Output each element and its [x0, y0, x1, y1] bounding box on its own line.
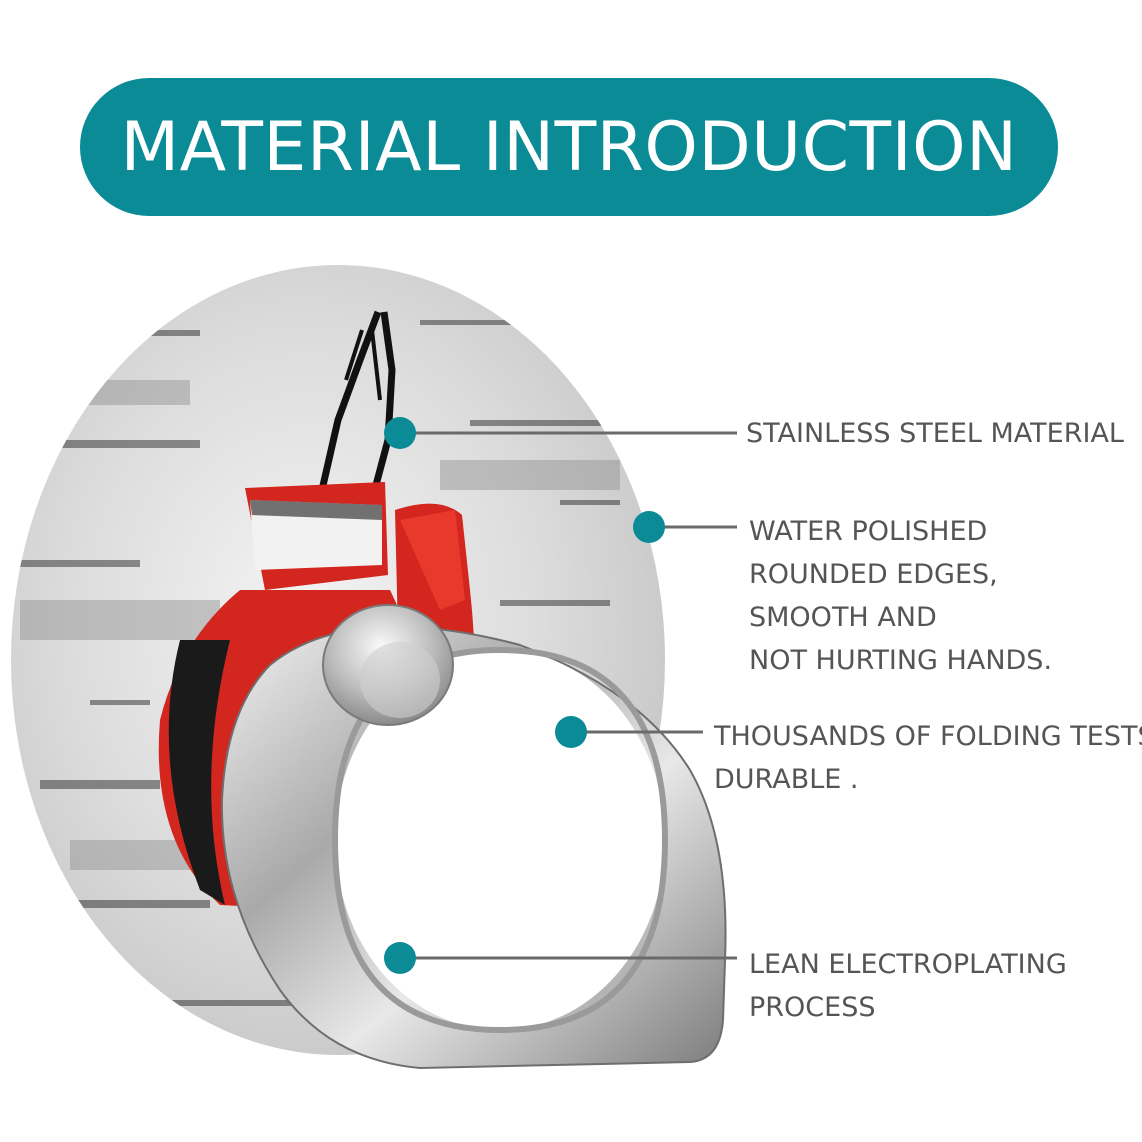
banner-title: MATERIAL INTRODUCTION [120, 107, 1018, 187]
callout-text: WATER POLISHED [749, 516, 988, 547]
callout-dot-2 [633, 511, 665, 543]
callout-text: STAINLESS STEEL MATERIAL [746, 418, 1124, 449]
callout-text: DURABLE . [714, 764, 859, 795]
callout-dot-3 [555, 716, 587, 748]
callout-stainless-steel: STAINLESS STEEL MATERIAL [746, 412, 1124, 455]
callout-dot-1 [384, 417, 416, 449]
callout-text: PROCESS [749, 992, 876, 1023]
callout-polished-edges: WATER POLISHED ROUNDED EDGES, SMOOTH AND… [749, 510, 1052, 682]
callout-text: THOUSANDS OF FOLDING TESTS, [714, 721, 1142, 752]
callout-pointers [384, 417, 737, 974]
callout-dot-4 [384, 942, 416, 974]
title-banner: MATERIAL INTRODUCTION [80, 78, 1058, 216]
callout-text: LEAN ELECTROPLATING [749, 949, 1067, 980]
callout-text: SMOOTH AND [749, 602, 937, 633]
callout-text: ROUNDED EDGES, [749, 559, 998, 590]
callout-electroplating: LEAN ELECTROPLATING PROCESS [749, 943, 1067, 1029]
callout-folding-tests: THOUSANDS OF FOLDING TESTS, DURABLE . [714, 715, 1142, 801]
callout-text: NOT HURTING HANDS. [749, 645, 1053, 676]
